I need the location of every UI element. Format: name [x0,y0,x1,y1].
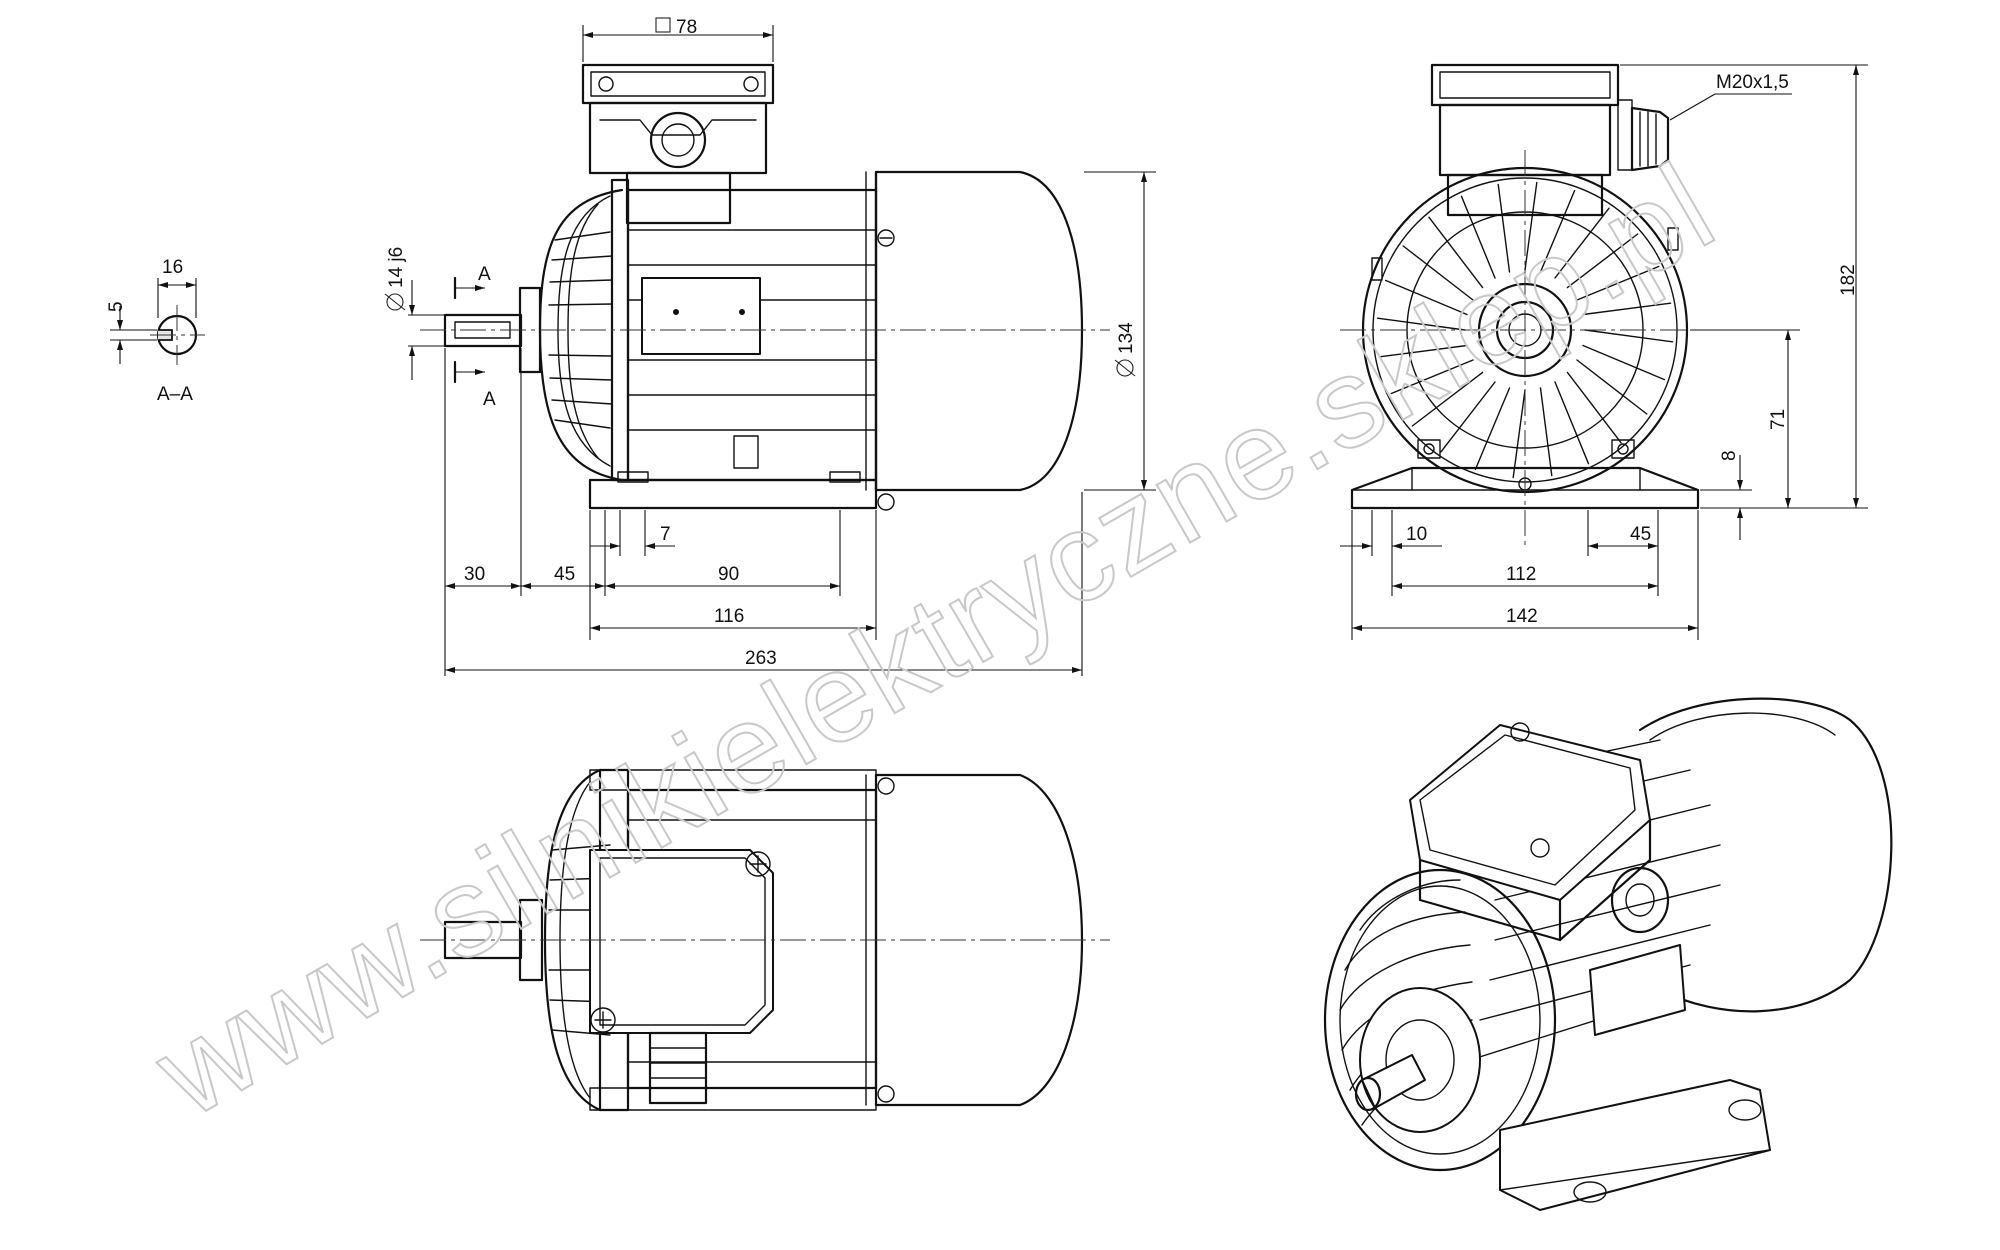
cooling-fin [1554,207,1610,279]
dim-shaft-diameter: 14 j6 [386,247,407,288]
cooling-fin [1539,387,1553,477]
dim-shaft-length: 30 [464,564,485,585]
section-marker-bottom: A [483,389,496,410]
cooling-fin [1497,183,1511,273]
dim-height-total: 182 [1838,264,1859,296]
watermark: www.silnikielektryczne.sklep.pl [132,136,1737,1144]
dim-45: 45 [554,564,575,585]
top-view [420,768,1110,1112]
cooling-fin [1411,371,1484,427]
cooling-fin [1376,317,1466,331]
cooling-fin [1384,279,1468,316]
cooling-fin [1576,359,1648,415]
dim-foot-spacing: 112 [1506,564,1536,585]
cooling-fin [1378,344,1468,358]
section-marker-top: A [478,264,491,285]
cooling-fin [1576,265,1660,301]
section-title: A–A [157,384,193,405]
cooling-fin [1582,344,1666,381]
cooling-fin [1460,195,1496,279]
dim-shaft-height: 71 [1768,409,1789,430]
dim-foot-length: 116 [714,606,744,627]
cooling-fin [1402,245,1474,301]
isometric-view [1323,697,1893,1211]
cooling-fin [1428,216,1484,289]
cooling-fin [1524,181,1538,271]
dim-box-width: 78 [676,17,697,38]
dim-total-length: 263 [745,648,777,669]
dim-foot-hole: 10 [1406,524,1427,545]
dim-key-depth: 5 [106,301,127,312]
front-view: A A 78 14 j6 134 [384,17,1156,676]
cooling-fin [1474,387,1511,471]
dim-foot-edge: 45 [1630,524,1651,545]
dim-90: 90 [718,564,739,585]
dim-frame-diameter: 134 [1116,322,1137,354]
cooling-fin [1554,381,1590,465]
cooling-fin [1440,381,1496,453]
cooling-fin [1584,329,1674,343]
cooling-fin [1390,359,1474,395]
cooling-fin [1512,389,1526,479]
cooling-fin [1566,233,1639,289]
cooling-fin [1566,371,1622,444]
cooling-fin [1539,189,1576,273]
section-view-a-a: 16 5 A–A [106,257,205,405]
dim-foot-width: 142 [1506,606,1538,627]
dim-7: 7 [660,524,671,545]
dim-key-width: 16 [162,257,183,278]
dim-foot-thickness: 8 [1719,450,1740,461]
end-view: M20x1,5 182 71 [1340,63,1868,640]
dim-gland-thread: M20x1,5 [1716,72,1789,93]
cooling-fin [1582,302,1672,316]
